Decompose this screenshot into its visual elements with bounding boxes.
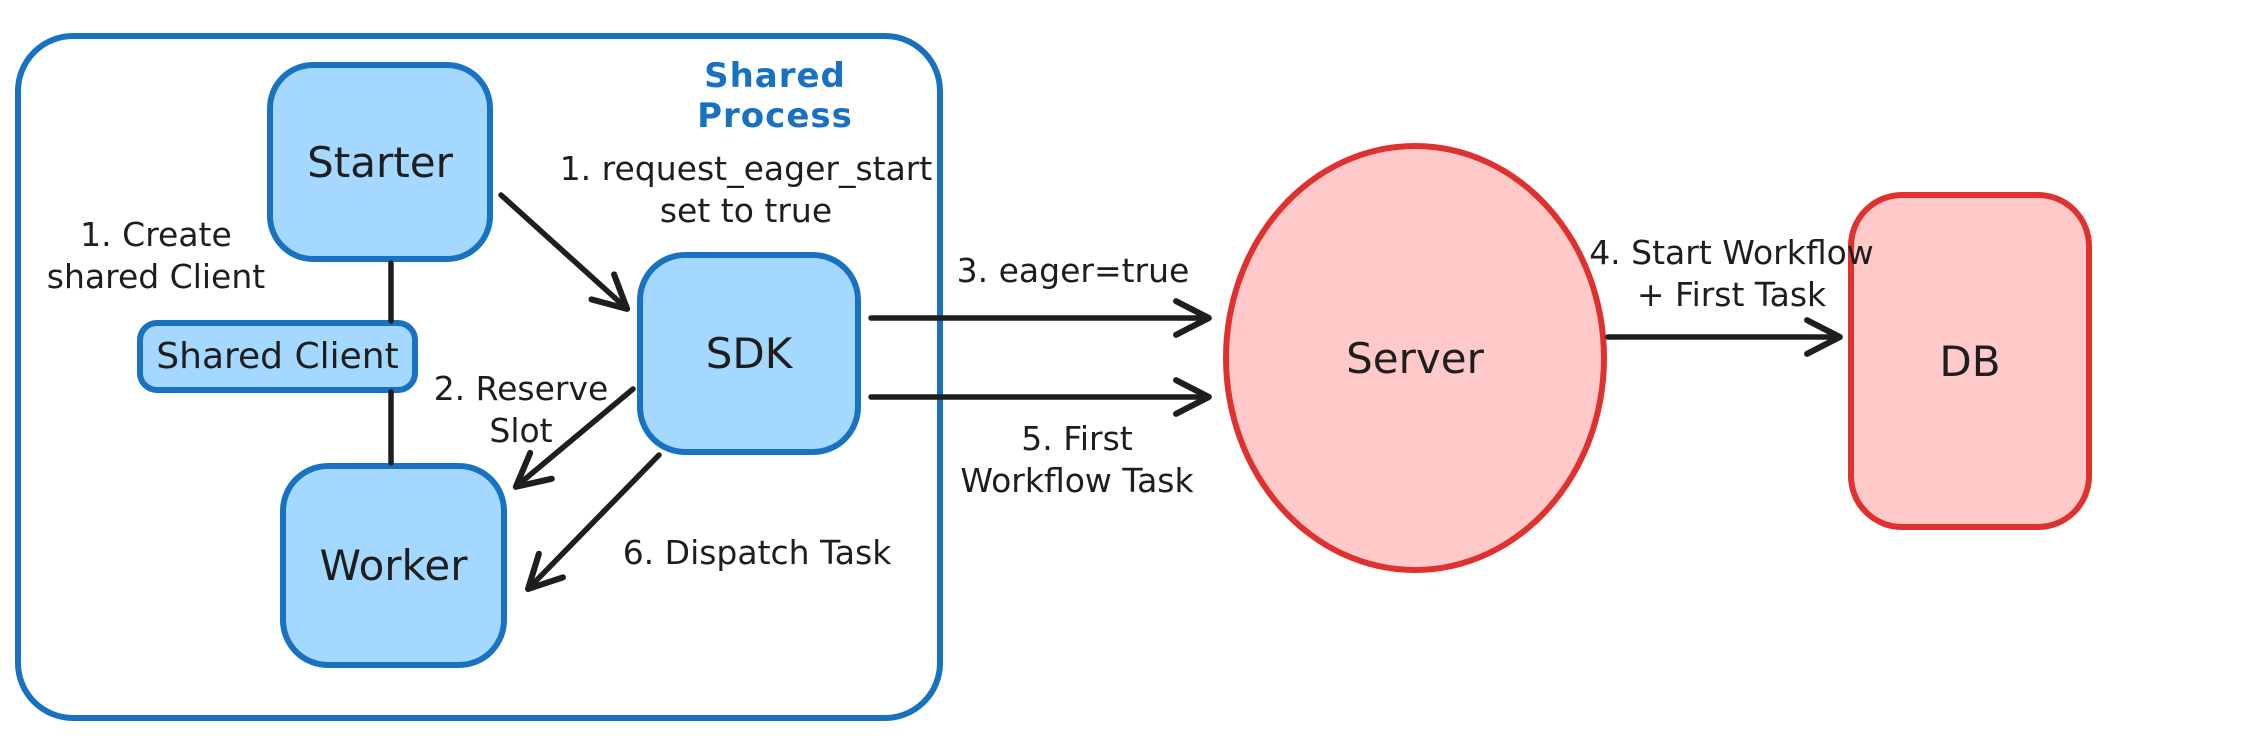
annotation-request-eager-start: 1. request_eager_start set to true (559, 149, 933, 230)
annotation-first-workflow-task: 5. First Workflow Task (960, 419, 1194, 500)
server-label: Server (1346, 333, 1484, 383)
annotation-create-shared-client: 1. Create shared Client (46, 215, 266, 296)
shared-client-node: Shared Client (137, 320, 418, 393)
annotation-eager-true: 3. eager=true (956, 251, 1190, 290)
annotation-dispatch-task: 6. Dispatch Task (622, 533, 892, 572)
annotation-start-workflow: 4. Start Workflow + First Task (1589, 233, 1874, 314)
starter-node: Starter (267, 62, 493, 262)
shared-process-label: Shared Process (697, 56, 853, 136)
db-label: DB (1939, 336, 2001, 386)
db-node: DB (1848, 192, 2092, 530)
worker-node: Worker (280, 463, 507, 668)
worker-label: Worker (319, 541, 468, 590)
annotation-reserve-slot: 2. Reserve Slot (433, 369, 609, 450)
sdk-node: SDK (637, 252, 861, 455)
starter-label: Starter (307, 137, 453, 187)
server-node: Server (1223, 143, 1607, 573)
shared-process-container (15, 33, 943, 721)
sdk-label: SDK (705, 329, 793, 378)
shared-client-label: Shared Client (156, 336, 399, 377)
